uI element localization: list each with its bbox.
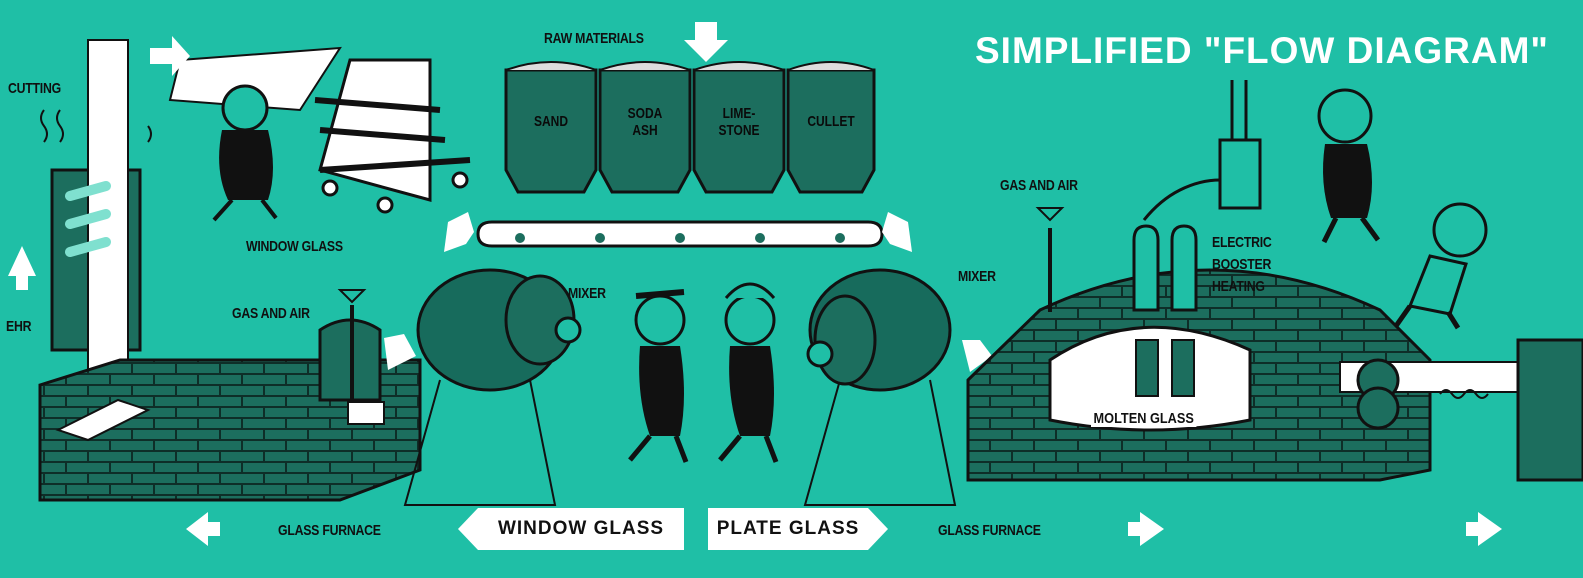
label-glass-furnace-right: GLASS FURNACE [938, 522, 1041, 539]
banner-plate-glass-text: PLATE GLASS [717, 518, 860, 539]
right-arrow-bottom-center [1128, 512, 1164, 546]
label-window-glass-top: WINDOW GLASS [246, 238, 343, 255]
up-arrow-lehr [8, 246, 36, 290]
label-mixer-left: MIXER [568, 285, 606, 302]
electric-junction-box [1144, 80, 1260, 220]
banner-plate-glass: PLATE GLASS [708, 508, 868, 550]
right-arrow-bottom-edge [1466, 512, 1502, 546]
left-arrow-bottom [186, 512, 220, 546]
down-right-arrow-conveyor [882, 212, 912, 252]
label-lehr: EHR [6, 318, 31, 335]
down-arrow-raw-materials [684, 22, 728, 62]
label-gas-air-right: GAS AND AIR [1000, 177, 1078, 194]
label-bin-cullet: CULLET [795, 113, 867, 130]
label-bin-limestone: LIME- STONE [703, 105, 775, 139]
mixer-left [405, 270, 580, 505]
banner-window-glass-text: WINDOW GLASS [498, 518, 664, 539]
plate-glass-banner-arrowhead [868, 508, 888, 550]
label-gas-air-left: GAS AND AIR [232, 305, 310, 322]
worker-mixer-right [720, 284, 776, 462]
label-cutting: CUTTING [8, 80, 61, 97]
conveyor-belt [478, 222, 882, 246]
worker-carrying-glass [170, 48, 340, 220]
banner-window-glass: WINDOW GLASS [478, 508, 684, 550]
label-bin-soda-ash: SODA ASH [609, 105, 681, 139]
down-left-arrow-conveyor [444, 212, 474, 252]
worker-walking-on-roller [1396, 204, 1486, 328]
diagram-title: SIMPLIFIED "FLOW DIAGRAM" [975, 30, 1549, 72]
glass-rack-cart [315, 60, 470, 212]
label-raw-materials: RAW MATERIALS [544, 30, 644, 47]
worker-at-switch [1319, 90, 1378, 242]
label-mixer-right: MIXER [958, 268, 996, 285]
worker-mixer-left [630, 292, 686, 462]
mixer-right [805, 270, 955, 505]
label-glass-furnace-left: GLASS FURNACE [278, 522, 381, 539]
label-bin-sand: SAND [515, 113, 587, 130]
label-electric-booster-heating: ELECTRIC BOOSTER HEATING [1212, 232, 1272, 298]
glass-furnace-right [968, 208, 1430, 480]
label-molten-glass: MOLTEN GLASS [1091, 410, 1196, 427]
window-glass-banner-arrowhead [458, 508, 478, 550]
